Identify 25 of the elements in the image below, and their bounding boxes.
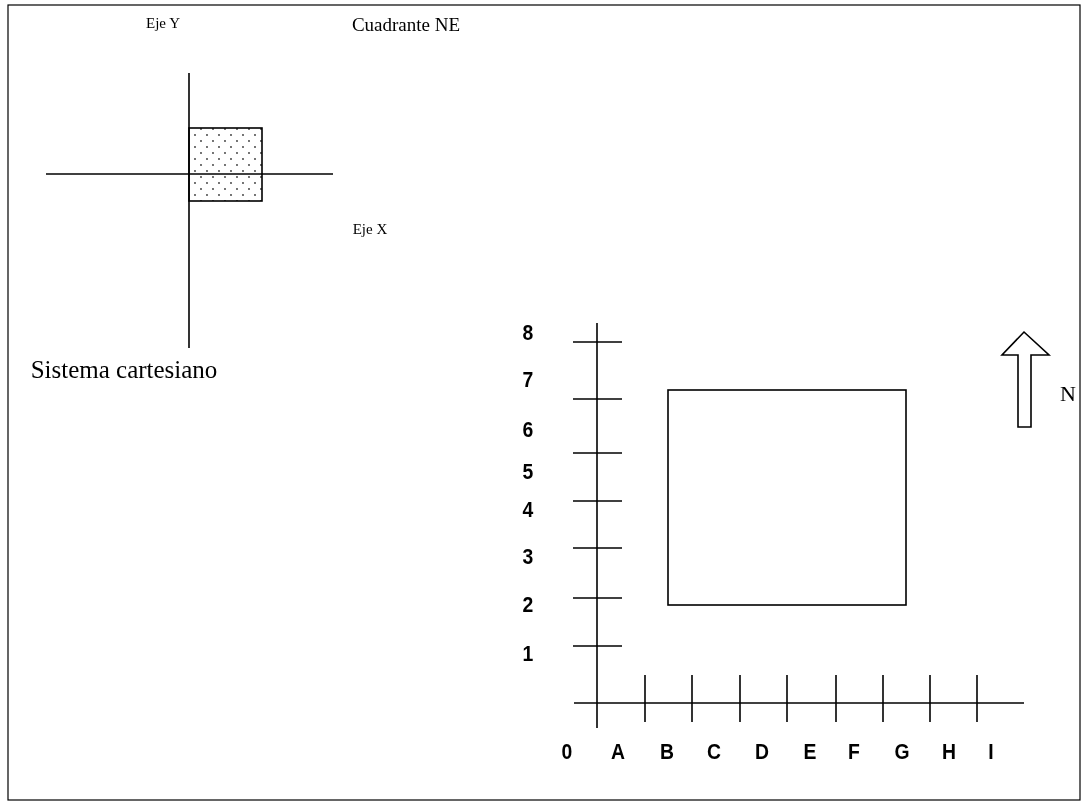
axis-label: 4 — [522, 499, 534, 521]
axis-label: 5 — [522, 461, 534, 483]
axis-label: E — [803, 741, 817, 763]
axis-label: 8 — [522, 322, 534, 344]
plot-rectangle — [667, 389, 907, 606]
axis-title: Eje Y — [146, 15, 180, 31]
shaded-quadrant — [188, 127, 263, 202]
axis-label: 0 — [561, 741, 573, 763]
axis-label: A — [611, 741, 625, 763]
compass-label: N — [1060, 383, 1076, 405]
axis-label: F — [848, 741, 860, 763]
axis-label: G — [894, 741, 910, 763]
axis-label: 7 — [522, 369, 534, 391]
axis-label: D — [755, 741, 769, 763]
axis-label: I — [988, 741, 994, 763]
axis-title: Eje X — [352, 221, 388, 237]
caption-text: Sistema cartesiano — [30, 356, 218, 382]
axis-label: H — [942, 741, 956, 763]
quadrant-label: Cuadrante NE — [351, 14, 461, 34]
axis-label: C — [707, 741, 721, 763]
axis-label: 3 — [522, 546, 534, 568]
axis-label: 6 — [522, 419, 534, 441]
axis-label: 2 — [522, 594, 534, 616]
axis-label: B — [660, 741, 674, 763]
axis-label: 1 — [522, 643, 534, 665]
